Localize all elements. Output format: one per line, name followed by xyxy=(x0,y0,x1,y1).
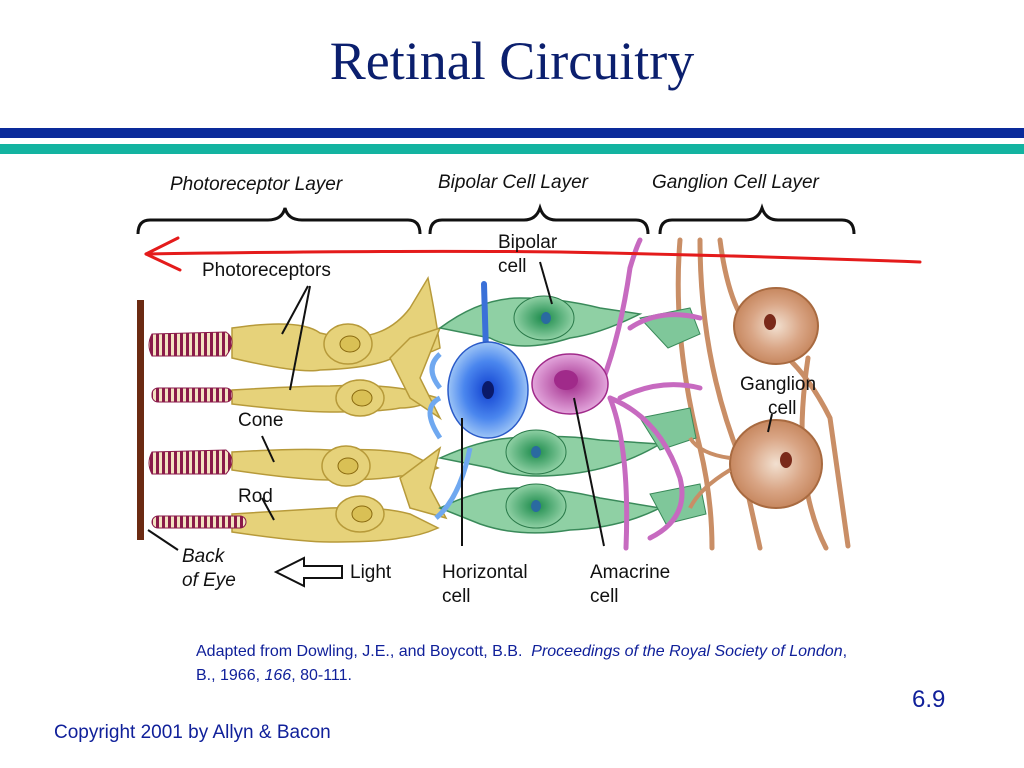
layer-braces xyxy=(136,203,856,235)
ganglion-layer-label: Ganglion Cell Layer xyxy=(652,172,820,193)
back-of-eye-label-line2: of Eye xyxy=(182,570,236,591)
horizontal-cell xyxy=(427,281,529,520)
horizontal-cell-label-line1: Horizontal xyxy=(442,562,528,583)
label-pointers xyxy=(147,261,773,551)
citation-authors: Adapted from Dowling, J.E., and Boycott,… xyxy=(196,643,523,660)
photoreceptor-cells xyxy=(148,275,448,543)
amacrine-cell xyxy=(531,237,703,551)
bipolar-layer-label: Bipolar Cell Layer xyxy=(438,172,589,193)
back-of-eye-label-line1: Back xyxy=(182,546,226,567)
citation-volume: 166 xyxy=(264,667,292,684)
title-rule-teal xyxy=(0,144,1024,154)
cone-label: Cone xyxy=(238,410,283,431)
slide-title: Retinal Circuitry xyxy=(329,31,695,91)
horizontal-cell-label-line2: cell xyxy=(442,586,471,607)
photoreceptors-label: Photoreceptors xyxy=(202,260,331,281)
slide-number: 6.9 xyxy=(912,686,946,713)
ganglion-cells xyxy=(688,287,823,509)
citation-pages: , 80-111. xyxy=(291,667,352,684)
retina-diagram: Photoreceptor Layer Bipolar Cell Layer G… xyxy=(136,172,922,607)
copyright-notice: Copyright 2001 by Allyn & Bacon xyxy=(54,722,331,743)
title-rule-blue xyxy=(0,128,1024,138)
bipolar-cells xyxy=(437,295,707,534)
amacrine-cell-label-line2: cell xyxy=(590,586,619,607)
ganglion-cell-label-line2: cell xyxy=(768,398,797,419)
bipolar-cell-label-line2: cell xyxy=(498,256,527,277)
photoreceptor-layer-label: Photoreceptor Layer xyxy=(170,174,343,195)
back-of-eye-wall xyxy=(137,300,144,540)
light-direction-arrow xyxy=(273,556,343,588)
bipolar-cell-label-line1: Bipolar xyxy=(498,232,558,253)
citation: Adapted from Dowling, J.E., and Boycott,… xyxy=(196,640,856,688)
light-path-arrow xyxy=(144,236,922,272)
amacrine-cell-label-line1: Amacrine xyxy=(590,562,670,583)
light-label: Light xyxy=(350,562,392,583)
citation-journal: Proceedings of the Royal Society of Lond… xyxy=(531,643,843,660)
citation-series-year: , B., 1966, xyxy=(196,643,848,684)
rod-label: Rod xyxy=(238,486,273,507)
ganglion-cell-label-line1: Ganglion xyxy=(740,374,816,395)
